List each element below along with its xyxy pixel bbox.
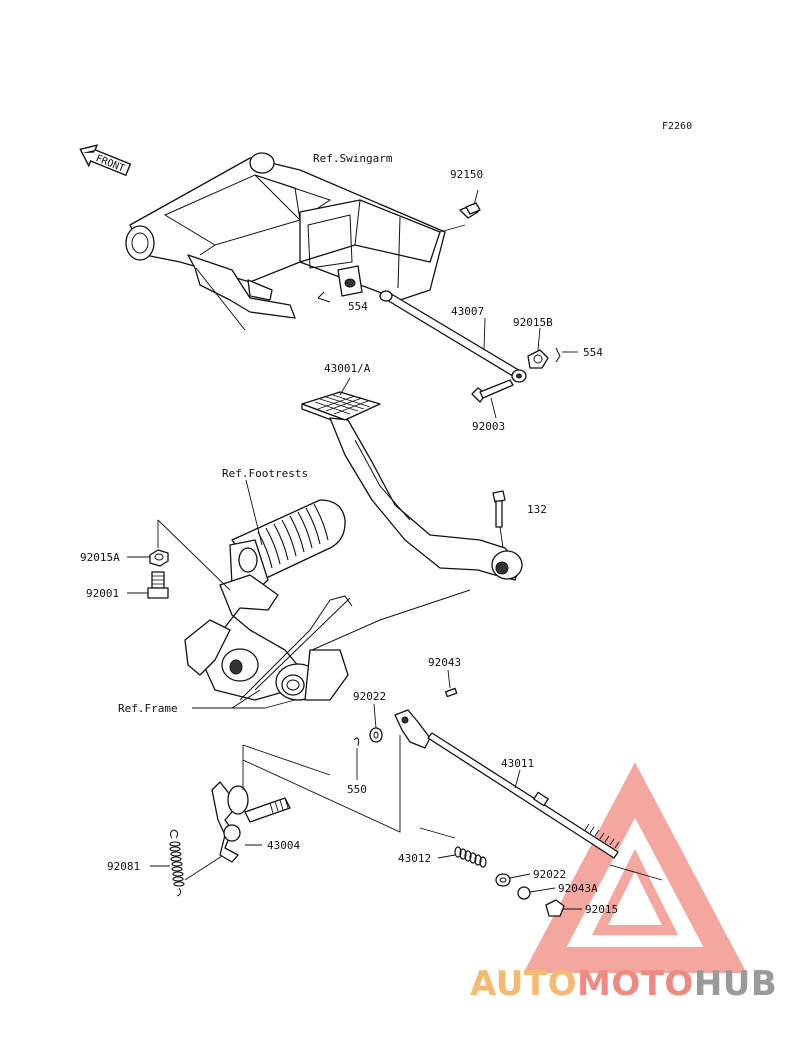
part-label-92043A: 92043A (558, 882, 598, 895)
clevis (394, 709, 431, 749)
watermark-part-moto: MOTO (577, 964, 694, 1004)
lever-43004 (211, 760, 291, 863)
pin-92043 (444, 669, 458, 698)
part-label-132: 132 (527, 503, 547, 516)
part-label-92015: 92015 (585, 903, 618, 916)
pin-92043A (517, 886, 556, 900)
part-label-92081: 92081 (107, 860, 140, 873)
watermark-triangle-icon (523, 762, 747, 973)
part-label-92150: 92150 (450, 168, 483, 181)
part-label-43004: 43004 (267, 839, 300, 852)
cotter-pin-554-right (555, 347, 578, 363)
bolt-92003 (471, 379, 514, 419)
part-label-554-left: 554 (348, 300, 368, 313)
spring-92081 (150, 829, 223, 897)
part-label-43007: 43007 (451, 305, 484, 318)
washer-92022-lower (495, 873, 531, 887)
part-label-92022-lower: 92022 (533, 868, 566, 881)
part-label-92001: 92001 (86, 587, 119, 600)
watermark-part-hub: HUB (694, 964, 777, 1004)
svg-text:AUTOMOTOHUB: AUTOMOTOHUB (470, 964, 777, 1004)
bolt-92150 (459, 189, 481, 219)
brake-pedal-43001A (301, 377, 523, 581)
bolt-132 (492, 490, 506, 549)
ref-footrests-label: Ref.Footrests (222, 467, 308, 480)
part-label-92015A: 92015A (80, 551, 120, 564)
part-label-43001A: 43001/A (324, 362, 371, 375)
brake-rod-43011 (427, 732, 663, 881)
ref-swingarm-label: Ref.Swingarm (313, 152, 393, 165)
cotter-pin-554-left (317, 291, 331, 303)
torque-rod-43007 (379, 290, 527, 383)
bolt-92001 (127, 571, 169, 599)
part-label-92022-upper: 92022 (353, 690, 386, 703)
part-label-550: 550 (347, 783, 367, 796)
part-label-554-right: 554 (583, 346, 603, 359)
swingarm-illustration (125, 152, 466, 331)
front-arrow-icon: FRONT (79, 144, 132, 177)
part-label-92003: 92003 (472, 420, 505, 433)
nut-92015A (127, 549, 169, 567)
spring-43012 (437, 846, 487, 868)
part-label-43011: 43011 (501, 757, 534, 770)
nut-92015 (545, 899, 582, 917)
ref-frame-label: Ref.Frame (118, 702, 178, 715)
watermark-part-auto: AUTO (470, 964, 577, 1004)
part-label-43012: 43012 (398, 852, 431, 865)
part-label-92015B: 92015B (513, 316, 553, 329)
nut-92015B (527, 327, 549, 369)
clip-550 (353, 737, 359, 780)
part-label-92043: 92043 (428, 656, 461, 669)
watermark-logo: AUTOMOTOHUB (470, 964, 777, 1004)
washer-92022-upper (369, 703, 383, 743)
diagram-code: F2260 (662, 121, 692, 132)
footrest-assembly (184, 479, 471, 709)
